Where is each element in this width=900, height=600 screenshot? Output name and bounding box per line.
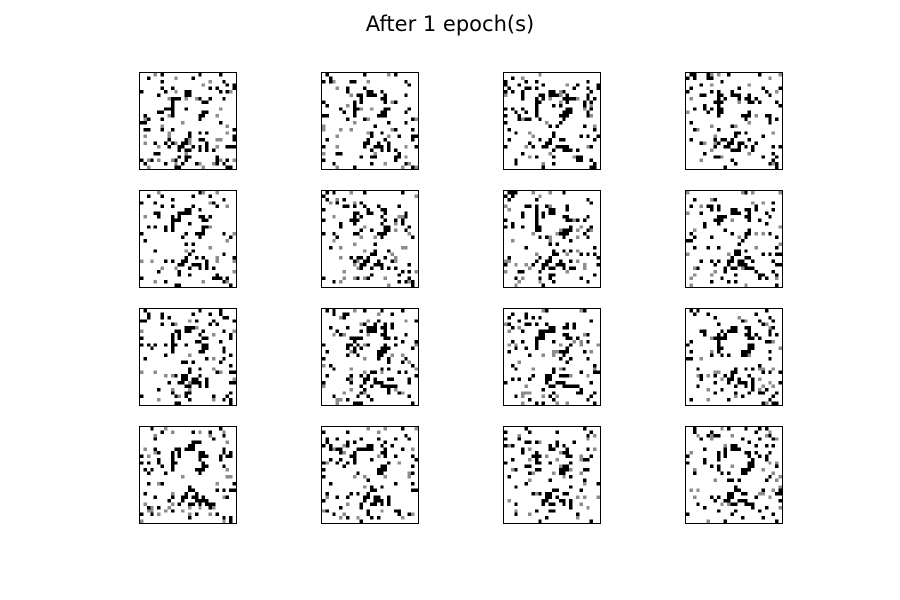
sample-pixels — [686, 73, 782, 169]
generated-sample-image — [139, 308, 237, 406]
sample-pixels — [140, 309, 236, 405]
sample-pixels — [504, 427, 600, 523]
sample-pixels — [686, 309, 782, 405]
generated-sample-image — [685, 72, 783, 170]
generated-sample-image — [503, 426, 601, 524]
generated-sample-image — [503, 72, 601, 170]
generated-sample-image — [139, 72, 237, 170]
figure-title: After 1 epoch(s) — [365, 12, 535, 36]
generated-sample-image — [139, 190, 237, 288]
generated-sample-image — [321, 190, 419, 288]
generated-sample-image — [139, 426, 237, 524]
generated-sample-image — [685, 426, 783, 524]
sample-pixels — [504, 309, 600, 405]
generated-sample-image — [321, 308, 419, 406]
generated-sample-image — [321, 72, 419, 170]
sample-pixels — [322, 427, 418, 523]
generated-sample-image — [321, 426, 419, 524]
sample-pixels — [322, 73, 418, 169]
generated-sample-image — [685, 308, 783, 406]
generated-sample-image — [503, 190, 601, 288]
sample-pixels — [140, 73, 236, 169]
sample-pixels — [686, 191, 782, 287]
sample-pixels — [504, 73, 600, 169]
sample-pixels — [504, 191, 600, 287]
generated-sample-image — [503, 308, 601, 406]
sample-pixels — [322, 191, 418, 287]
sample-pixels — [140, 427, 236, 523]
sample-pixels — [686, 427, 782, 523]
sample-pixels — [140, 191, 236, 287]
sample-pixels — [322, 309, 418, 405]
generated-sample-image — [685, 190, 783, 288]
